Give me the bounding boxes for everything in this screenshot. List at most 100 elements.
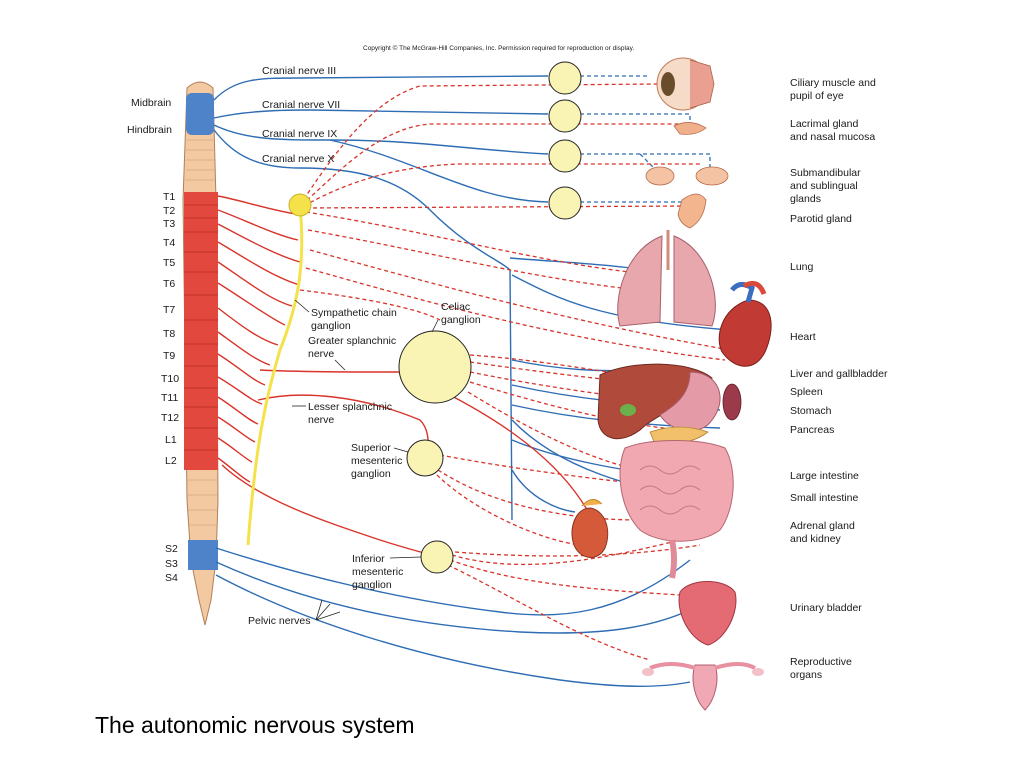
parotid-gland-illustration	[677, 193, 707, 229]
label-adrenal-1: Adrenal gland	[790, 520, 855, 532]
copyright-notice: Copyright © The McGraw-Hill Companies, I…	[363, 44, 634, 52]
celiac-to-pancreas	[469, 381, 681, 431]
preganglionic-t12	[217, 416, 256, 443]
label-lacrimal-2: and nasal mucosa	[790, 131, 875, 143]
label-t3: T3	[163, 218, 175, 230]
lungs-illustration	[617, 230, 716, 327]
vagus-to-lung	[509, 257, 631, 269]
label-stomach: Stomach	[790, 405, 832, 417]
organ-labels: Ciliary muscle and pupil of eye Lacrimal…	[790, 77, 888, 681]
pelvic-nerve-2	[215, 561, 691, 634]
adrenal-kidney-illustration	[571, 499, 609, 558]
spleen-shape	[722, 383, 742, 421]
celiac-to-liver	[469, 354, 631, 376]
urinary-bladder-illustration	[678, 581, 737, 646]
cord-thoracolumbar-region	[184, 192, 218, 470]
inferior-mesenteric-ganglion	[420, 540, 454, 574]
cranial-nerve-ix-to-parotid	[329, 139, 549, 203]
sympathetic-chain-top-bead	[288, 193, 312, 217]
cord-sacral-region	[188, 540, 218, 570]
label-cranial-nerve-iii: Cranial nerve III	[262, 65, 336, 77]
vagus-to-heart	[511, 274, 731, 331]
leader-greater-splanchnic	[334, 359, 346, 371]
postganglionic-heart-symp-2	[305, 267, 726, 361]
postganglionic-lacrimal	[566, 113, 691, 128]
leader-inferior-mesenteric	[389, 556, 422, 559]
label-lesser-splanchnic-2: nerve	[308, 414, 334, 426]
inferior-mesenteric-to-bladder-2	[454, 544, 701, 557]
label-submandibular-3: glands	[790, 193, 821, 205]
preganglionic-t11	[217, 396, 259, 425]
label-greater-splanchnic-2: nerve	[308, 348, 334, 360]
postganglionic-lacrimal-symp	[301, 123, 690, 206]
postganglionic-chain-5	[299, 289, 441, 321]
label-s4: S4	[165, 572, 178, 584]
label-eye-1: Ciliary muscle and	[790, 77, 876, 89]
cranial-nerve-labels: Cranial nerve III Cranial nerve VII Cran…	[262, 65, 340, 165]
leader-celiac	[431, 319, 439, 333]
greater-splanchnic-path	[259, 369, 401, 373]
vagus-to-kidney	[511, 469, 576, 513]
cranial-nerve-vii-fiber	[213, 109, 549, 119]
preganglionic-l2	[217, 457, 251, 483]
label-t1: T1	[163, 191, 175, 203]
label-t4: T4	[163, 237, 175, 249]
label-reproductive-2: organs	[790, 669, 822, 681]
label-lesser-splanchnic-1: Lesser splanchnic	[308, 401, 392, 413]
inferior-mesenteric-to-reproductive	[447, 564, 651, 661]
label-small-intestine: Small intestine	[790, 492, 858, 504]
label-inferior-mesenteric-2: mesenteric	[352, 566, 403, 578]
preganglionic-t5	[217, 261, 293, 307]
label-urinary-bladder: Urinary bladder	[790, 602, 862, 614]
reproductive-organs-illustration	[642, 662, 764, 711]
submandibular-ganglion	[548, 139, 582, 173]
ganglia	[398, 61, 582, 574]
superior-mesenteric-ganglion	[406, 439, 444, 477]
label-inferior-mesenteric-3: ganglion	[352, 579, 392, 591]
label-superior-mesenteric-3: ganglion	[351, 468, 391, 480]
cranial-nerve-x-fiber	[213, 129, 511, 271]
label-celiac-2: ganglion	[441, 314, 481, 326]
eye-illustration	[656, 57, 715, 111]
preganglionic-t1	[217, 195, 297, 215]
label-t12: T12	[161, 412, 179, 424]
postganglionic-eye-symp	[299, 83, 661, 206]
label-large-intestine: Large intestine	[790, 470, 859, 482]
lacrimal-gland-illustration	[673, 122, 707, 135]
ganglion-labels: Sympathetic chain ganglion Celiac gangli…	[248, 299, 481, 627]
otic-ganglion	[548, 186, 582, 220]
label-heart: Heart	[790, 331, 816, 343]
label-cranial-nerve-ix: Cranial nerve IX	[262, 128, 337, 140]
leader-sympathetic-chain	[294, 299, 310, 313]
label-reproductive-1: Reproductive	[790, 656, 852, 668]
heart-illustration	[718, 280, 772, 367]
celiac-to-stomach	[469, 371, 701, 406]
label-t8: T8	[163, 328, 175, 340]
preganglionic-t3	[217, 223, 301, 263]
label-submandibular-2: and sublingual	[790, 180, 858, 192]
cord-thoracic-lines	[184, 204, 218, 451]
preganglionic-t10	[217, 376, 263, 405]
preganglionic-l1	[217, 437, 253, 463]
intestine-coils	[639, 465, 701, 515]
label-l1: L1	[165, 434, 177, 446]
spinal-cord	[182, 81, 219, 626]
slide-caption: The autonomic nervous system	[95, 712, 415, 738]
label-lacrimal-1: Lacrimal gland	[790, 118, 858, 130]
label-superior-mesenteric-2: mesenteric	[351, 455, 402, 467]
pelvic-nerve-1	[215, 547, 691, 616]
label-t7: T7	[163, 304, 175, 316]
label-inferior-mesenteric-1: Inferior	[352, 553, 385, 565]
preganglionic-t4	[217, 241, 301, 286]
label-s2: S2	[165, 543, 178, 555]
salivary-glands-illustration	[645, 166, 729, 186]
cord-labels: Midbrain Hindbrain T1 T2 T3 T4 T5 T6 T7 …	[127, 97, 179, 584]
leader-superior-mesenteric	[393, 447, 409, 453]
label-pancreas: Pancreas	[790, 424, 834, 436]
label-t9: T9	[163, 350, 175, 362]
organ-illustrations	[571, 57, 772, 711]
label-adrenal-2: and kidney	[790, 533, 842, 545]
sympathetic-chain-trunk	[246, 204, 304, 546]
label-cranial-nerve-vii: Cranial nerve VII	[262, 99, 340, 111]
